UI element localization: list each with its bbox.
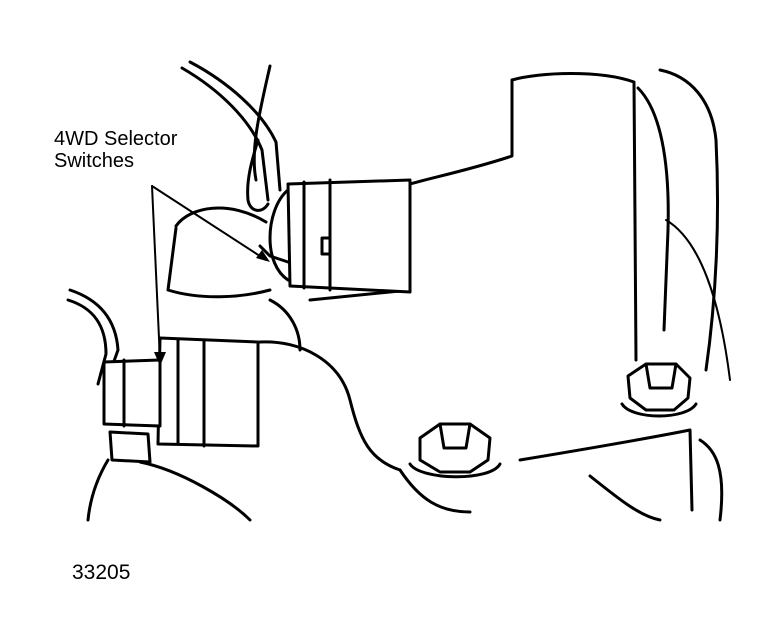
figure-number: 33205 [72, 561, 131, 584]
transfer-case-housing [86, 64, 731, 522]
rear-bolt [620, 362, 698, 418]
lower-selector-switch [102, 336, 260, 464]
callout-leader-lines [151, 185, 270, 366]
callout-line-2: Switches [54, 150, 135, 172]
lower-wire-harness [66, 288, 120, 386]
upper-selector-switch [258, 178, 412, 294]
front-bolt [408, 422, 502, 479]
arrowhead-lower [154, 352, 166, 366]
arrowhead-upper [256, 250, 270, 262]
callout-label: 4WD Selector Switches [54, 128, 177, 172]
callout-line-1: 4WD Selector [54, 128, 178, 150]
